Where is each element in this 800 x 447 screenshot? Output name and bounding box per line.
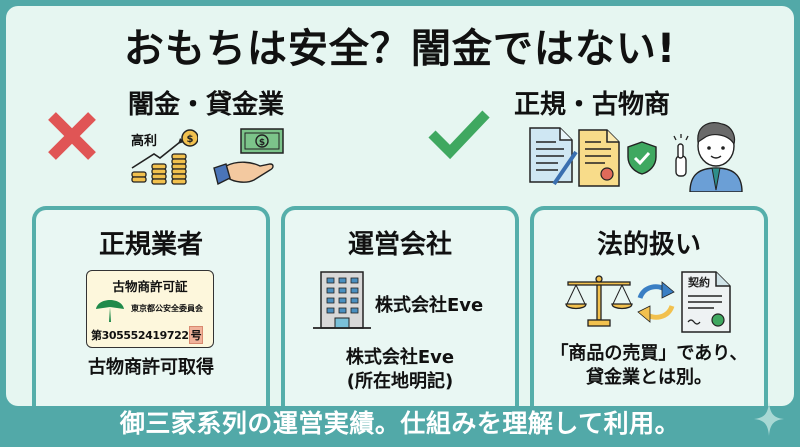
card-caption-line2: (所在地明記) xyxy=(346,371,454,392)
card-caption-line1: 株式会社Eve xyxy=(345,347,455,368)
contract-document-icon: 契約 xyxy=(681,271,731,333)
contract-label: 契約 xyxy=(687,275,710,289)
license-title: 古物商許可証 xyxy=(112,279,188,294)
card-title: 法的扱い xyxy=(596,230,701,260)
scales-of-justice-icon xyxy=(565,275,633,327)
card-title: 正規業者 xyxy=(98,230,203,260)
cross-icon xyxy=(48,112,96,160)
svg-text:$: $ xyxy=(187,134,194,145)
open-hand-icon xyxy=(213,161,274,186)
office-building-icon xyxy=(313,271,371,329)
exchange-arrows-icon xyxy=(637,281,675,323)
card-caption-line1: 「商品の売買」であり、 xyxy=(550,343,748,364)
checkmark-icon xyxy=(428,110,490,160)
page-title: おもちは安全？闇金ではない! xyxy=(123,26,677,72)
coin-stacks-rising-icon: $ xyxy=(131,129,198,185)
document-icon xyxy=(529,127,578,186)
card-caption-line2: 貸金業とは別。 xyxy=(586,367,712,388)
cash-bill-icon: $ xyxy=(240,128,284,154)
license-issuer: 東京都公安全委員会 xyxy=(131,304,203,313)
high-interest-label: 高利 xyxy=(131,134,158,149)
tokyo-emblem-icon xyxy=(96,300,124,322)
company-name: 株式会社Eve xyxy=(375,295,484,316)
card-legal-treatment: 法的扱い 契約 「商品の売買」であり、 貸金業とは別。 xyxy=(530,206,768,406)
businessman-icon xyxy=(673,121,743,192)
card-caption: 古物商許可取得 xyxy=(88,357,214,378)
good-heading: 正規・古物商 xyxy=(514,90,671,120)
footer-banner: 御三家系列の運営実績。仕組みを理解して利用。 xyxy=(119,409,681,438)
shield-check-icon xyxy=(627,141,657,175)
license-number-digits: 第305552419722 xyxy=(91,329,189,342)
svg-text:$: $ xyxy=(259,138,265,148)
card-operating-company: 運営会社 株式会社Eve 株式会社Eve (所在地明記) xyxy=(281,206,519,406)
card-title: 運営会社 xyxy=(347,230,452,260)
license-number-suffix: 号 xyxy=(188,326,204,344)
sparkle-icon xyxy=(754,402,784,436)
certificate-icon xyxy=(578,129,620,187)
bad-heading: 闇金・貸金業 xyxy=(128,90,285,120)
